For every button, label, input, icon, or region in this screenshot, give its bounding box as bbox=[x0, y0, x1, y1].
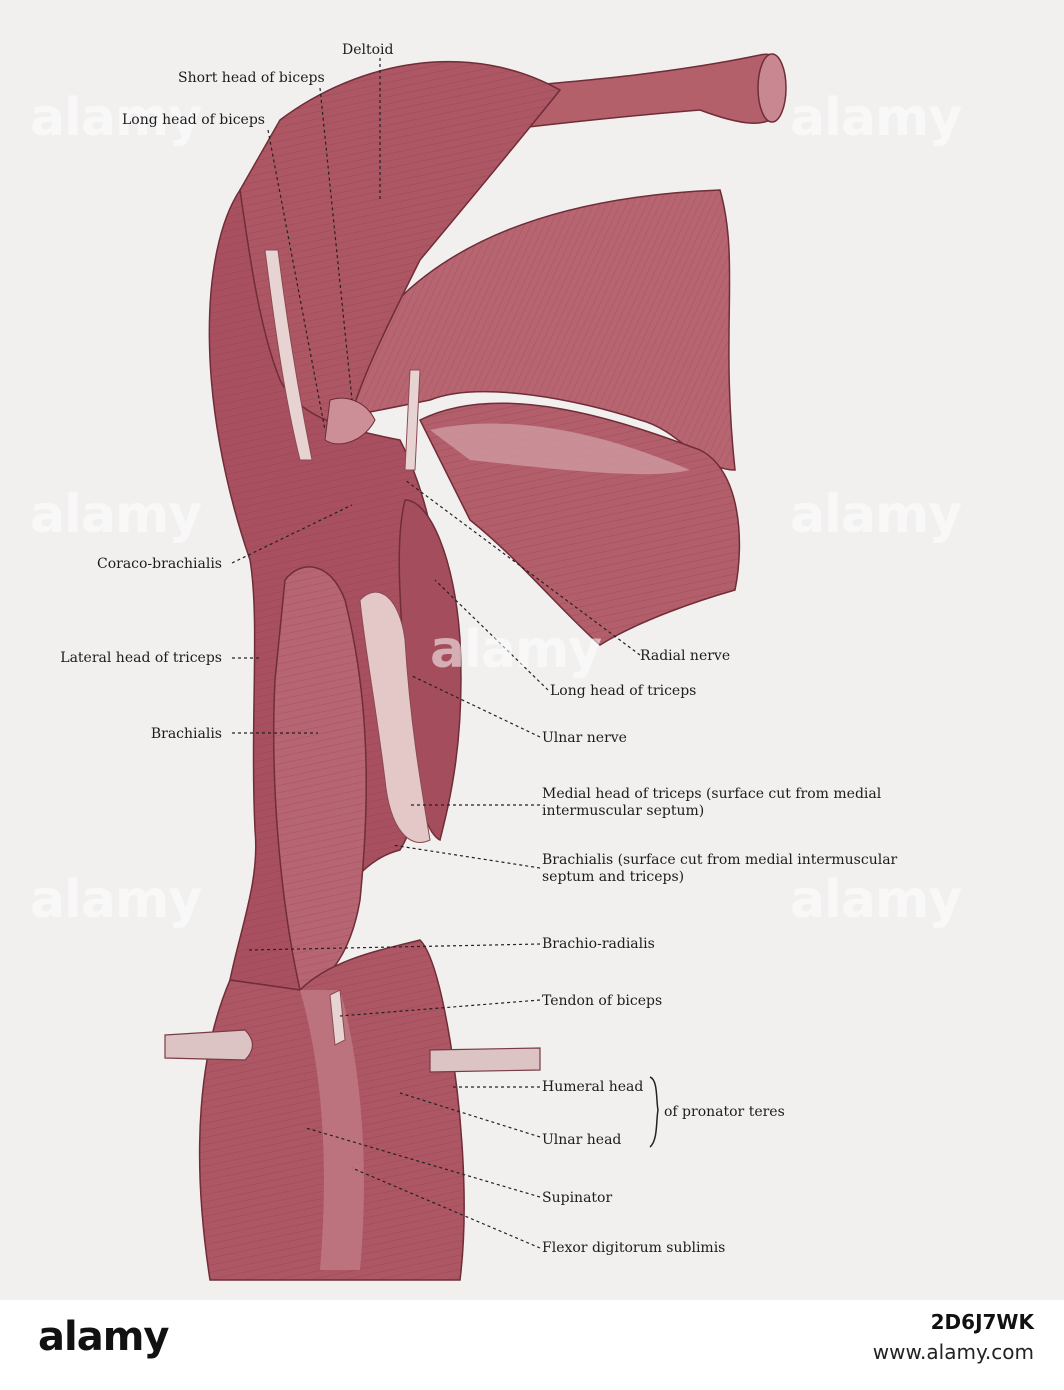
label-of-pronator-teres: of pronator teres bbox=[664, 1104, 785, 1120]
watermark-6: alamy bbox=[30, 870, 202, 930]
alamy-logo: alamy bbox=[38, 1314, 169, 1360]
label-lateral-head-triceps: Lateral head of triceps bbox=[60, 650, 222, 666]
label-brachialis-cut: Brachialis (surface cut from medial inte… bbox=[542, 852, 898, 885]
label-coraco-brachialis: Coraco-brachialis bbox=[96, 556, 222, 572]
watermark-2: alamy bbox=[790, 88, 962, 148]
watermark-3: alamy bbox=[30, 485, 202, 545]
label-humeral-head: Humeral head bbox=[542, 1079, 644, 1095]
watermark-7: alamy bbox=[790, 870, 962, 930]
label-medial-head-triceps: Medial head of triceps (surface cut from… bbox=[542, 786, 882, 819]
label-supinator: Supinator bbox=[542, 1190, 613, 1206]
pronator-brace bbox=[649, 1076, 659, 1148]
label-tendon-biceps: Tendon of biceps bbox=[542, 993, 663, 1009]
label-deltoid: Deltoid bbox=[342, 42, 394, 58]
label-long-head-triceps: Long head of triceps bbox=[550, 683, 697, 699]
bone-stub-left bbox=[164, 1029, 254, 1061]
label-brachialis: Brachialis bbox=[150, 726, 222, 742]
label-flexor-digitorum: Flexor digitorum sublimis bbox=[542, 1240, 726, 1256]
anatomy-plate: alamy alamy alamy alamy alamy alamy alam… bbox=[0, 0, 1064, 1300]
arm-muscle-illustration bbox=[164, 53, 787, 1281]
label-short-head-biceps: Short head of biceps bbox=[178, 70, 325, 86]
label-long-head-biceps: Long head of biceps bbox=[122, 112, 265, 128]
label-ulnar-head: Ulnar head bbox=[542, 1132, 622, 1148]
watermark-1: alamy bbox=[30, 88, 202, 148]
label-leader-lines bbox=[231, 58, 641, 1249]
watermark-5: alamy bbox=[790, 485, 962, 545]
label-radial-nerve: Radial nerve bbox=[640, 648, 731, 664]
stock-footer: alamy 2D6J7WK www.alamy.com bbox=[0, 1300, 1064, 1390]
biceps-tendon-long bbox=[264, 249, 313, 461]
label-brachio-radialis: Brachio-radialis bbox=[542, 936, 655, 952]
image-id: 2D6J7WK bbox=[930, 1310, 1034, 1334]
bone-stub-right bbox=[429, 1047, 541, 1073]
site-url: www.alamy.com bbox=[872, 1340, 1034, 1364]
label-ulnar-nerve: Ulnar nerve bbox=[542, 730, 627, 746]
septum bbox=[359, 591, 431, 843]
watermark-4: alamy bbox=[430, 620, 602, 680]
